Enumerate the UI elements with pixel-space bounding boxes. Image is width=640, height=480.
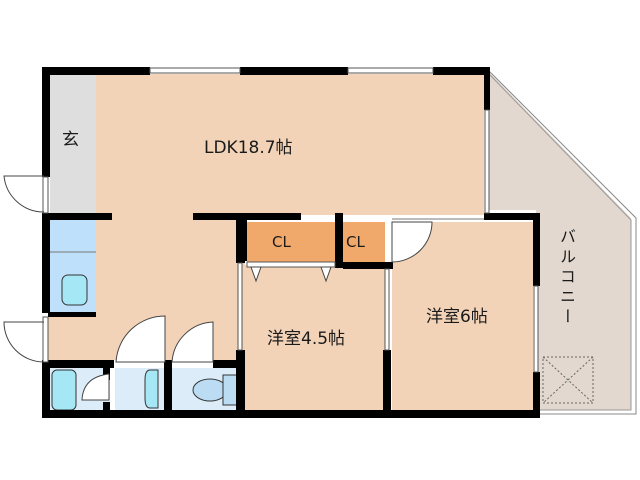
room-label-western-6: 洋室6帖	[426, 307, 488, 327]
side-door-swing[interactable]	[3, 321, 45, 363]
bathtub-icon	[51, 369, 77, 411]
toilet-icon	[192, 378, 228, 402]
walls	[42, 67, 540, 418]
closet-arrow-icon	[250, 266, 262, 283]
room-label-closet-2: CL	[346, 233, 365, 251]
closet-2-floor	[343, 222, 385, 262]
evacuation-hatch	[542, 356, 594, 404]
toilet-door-swing[interactable]	[171, 321, 214, 363]
room-label-closet-1: CL	[272, 233, 291, 251]
balcony-rail-inner	[488, 73, 632, 411]
washbasin-icon	[144, 369, 159, 409]
room-label-western-45: 洋室4.5帖	[267, 329, 346, 349]
room-6-door-swing[interactable]	[391, 221, 433, 263]
room-label-balcony: バルコニー	[557, 228, 576, 328]
entrance-door-swing[interactable]	[3, 175, 45, 213]
balcony-area	[489, 72, 631, 410]
bath-door-swing[interactable]	[81, 373, 110, 401]
closet-1-sliding-door[interactable]	[246, 261, 336, 268]
washroom-door-swing[interactable]	[115, 315, 166, 363]
balcony-rail	[485, 67, 637, 415]
closet-1-floor	[247, 222, 335, 262]
windows	[149, 67, 539, 373]
side-door-opening	[42, 316, 49, 363]
sink-icon	[61, 274, 88, 306]
entrance-door-opening	[42, 176, 49, 214]
entrance-floor	[50, 74, 96, 215]
room-label-entrance: 玄	[62, 130, 79, 150]
room-label-ldk: LDK18.7帖	[204, 138, 293, 158]
washroom-floor	[115, 368, 167, 412]
ldk-floor	[48, 74, 484, 360]
closet-arrow-icon	[320, 266, 332, 283]
toilet-tank-icon	[222, 374, 238, 406]
western-room-45-floor	[245, 265, 385, 411]
